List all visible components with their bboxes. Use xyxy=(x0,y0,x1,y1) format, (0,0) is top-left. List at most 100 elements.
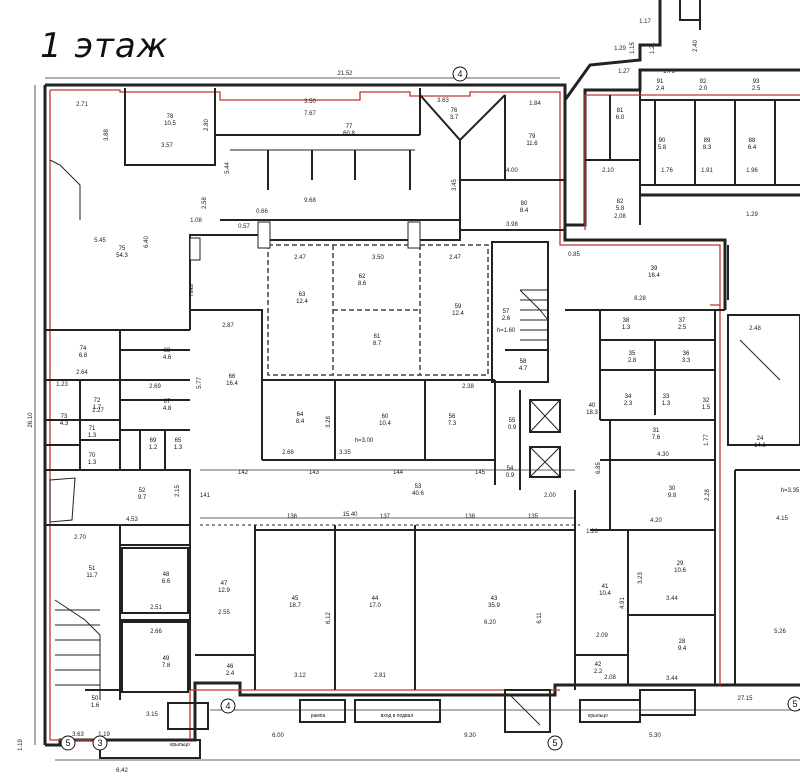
dim-4-15: 4.15 xyxy=(776,516,788,522)
svg-text:82: 82 xyxy=(617,199,624,205)
ramp-label: рампа xyxy=(311,713,326,719)
svg-text:8.4: 8.4 xyxy=(520,208,529,214)
dim-2-47b: 2.47 xyxy=(449,255,461,261)
svg-text:53: 53 xyxy=(415,484,422,490)
svg-text:7.8: 7.8 xyxy=(162,663,171,669)
svg-text:4: 4 xyxy=(225,701,230,711)
svg-text:7.6: 7.6 xyxy=(652,435,661,441)
room-36: 363.3 xyxy=(682,351,691,364)
room-91: 912.4 xyxy=(656,79,665,92)
svg-text:1.3: 1.3 xyxy=(622,325,631,331)
svg-text:57: 57 xyxy=(503,309,510,315)
svg-text:49: 49 xyxy=(163,656,170,662)
dim-21-52: 21.52 xyxy=(337,71,353,77)
svg-text:4.8: 4.8 xyxy=(163,406,172,412)
dim-2-09: 2.09 xyxy=(596,633,608,639)
dim-136: 136 xyxy=(287,514,298,520)
dim-3-50b: 3.50 xyxy=(372,255,384,261)
svg-text:2.3: 2.3 xyxy=(624,401,633,407)
svg-text:1.5: 1.5 xyxy=(702,405,711,411)
dim-3-88: 3.88 xyxy=(104,129,110,141)
dim-1-23: 1.23 xyxy=(56,382,68,388)
svg-text:8.6: 8.6 xyxy=(358,281,367,287)
svg-text:3.7: 3.7 xyxy=(450,115,459,121)
room-80: 808.4 xyxy=(520,201,529,214)
svg-text:51: 51 xyxy=(89,566,96,572)
svg-text:0.9: 0.9 xyxy=(506,473,515,479)
svg-text:6.0: 6.0 xyxy=(616,115,625,121)
room-81: 816.0 xyxy=(616,108,625,121)
room-54: 540.9 xyxy=(506,466,515,479)
room-76: 763.7 xyxy=(450,108,459,121)
dimension-lines xyxy=(34,77,800,761)
dim-145: 145 xyxy=(475,470,486,476)
svg-text:14.6: 14.6 xyxy=(754,443,766,449)
dim-138: 138 xyxy=(465,514,476,520)
svg-text:32: 32 xyxy=(703,398,710,404)
svg-text:60: 60 xyxy=(382,414,389,420)
svg-text:58: 58 xyxy=(520,359,527,365)
room-33: 331.3 xyxy=(662,394,671,407)
svg-text:10.4: 10.4 xyxy=(379,421,391,427)
svg-text:16.4: 16.4 xyxy=(648,273,660,279)
svg-text:29: 29 xyxy=(677,561,684,567)
dim-5-26: 5.26 xyxy=(774,629,786,635)
room-52: 529.7 xyxy=(138,488,147,501)
room-32: 321.5 xyxy=(702,398,711,411)
dim-3-23: 3.23 xyxy=(638,572,644,584)
dim-142: 142 xyxy=(238,470,249,476)
room-58: 584.7 xyxy=(519,359,528,372)
porch-left-label: крыльцо xyxy=(170,742,190,748)
svg-text:40: 40 xyxy=(589,403,596,409)
svg-text:76: 76 xyxy=(451,108,458,114)
svg-text:4.3: 4.3 xyxy=(60,421,69,427)
svg-text:47: 47 xyxy=(221,581,228,587)
room-30: 309.8 xyxy=(668,486,677,499)
room-67: 674.8 xyxy=(163,399,172,412)
svg-text:88: 88 xyxy=(749,138,756,144)
svg-text:52: 52 xyxy=(139,488,146,494)
dim-6-12: 6.12 xyxy=(326,612,332,624)
svg-text:5.8: 5.8 xyxy=(616,206,625,212)
h-3-00: h=3.00 xyxy=(355,438,374,444)
svg-text:68: 68 xyxy=(164,348,171,354)
dim-6-20: 6.20 xyxy=(484,620,496,626)
svg-text:73: 73 xyxy=(61,414,68,420)
room-61: 618.7 xyxy=(373,334,382,347)
svg-text:80: 80 xyxy=(521,201,528,207)
dim-1-08: 1.08 xyxy=(190,218,202,224)
dim-6-42: 6.42 xyxy=(116,768,128,774)
room-69: 691.2 xyxy=(149,438,158,451)
dim-2-15: 2.15 xyxy=(175,485,181,497)
dim-1-91: 1.91 xyxy=(701,168,713,174)
room-56: 567.3 xyxy=(448,414,457,427)
svg-text:8.7: 8.7 xyxy=(373,341,382,347)
svg-text:93: 93 xyxy=(753,79,760,85)
porch-right-label: крыльцо xyxy=(588,713,608,719)
room-31: 317.6 xyxy=(652,428,661,441)
dimension-labels: 21.52 3.50 7.67 3.63 1.84 2.71 3.57 9.68… xyxy=(18,19,800,774)
svg-text:70: 70 xyxy=(89,453,96,459)
svg-text:37: 37 xyxy=(679,318,686,324)
dim-2-10: 2.10 xyxy=(602,168,614,174)
svg-text:45: 45 xyxy=(292,596,299,602)
svg-text:2.0: 2.0 xyxy=(699,86,708,92)
dim-2-70: 2.70 xyxy=(74,535,86,541)
svg-text:71: 71 xyxy=(89,426,96,432)
svg-text:9.7: 9.7 xyxy=(138,495,147,501)
dim-6-00: 6.00 xyxy=(272,733,284,739)
room-73: 734.3 xyxy=(60,414,69,427)
svg-text:2.4: 2.4 xyxy=(656,86,665,92)
dim-143: 143 xyxy=(309,470,320,476)
svg-text:12.4: 12.4 xyxy=(296,299,308,305)
dim-2-28: 2.28 xyxy=(705,489,711,501)
dim-137: 137 xyxy=(380,514,391,520)
svg-text:75: 75 xyxy=(119,246,126,252)
svg-text:10.4: 10.4 xyxy=(599,591,611,597)
svg-text:2.5: 2.5 xyxy=(752,86,761,92)
